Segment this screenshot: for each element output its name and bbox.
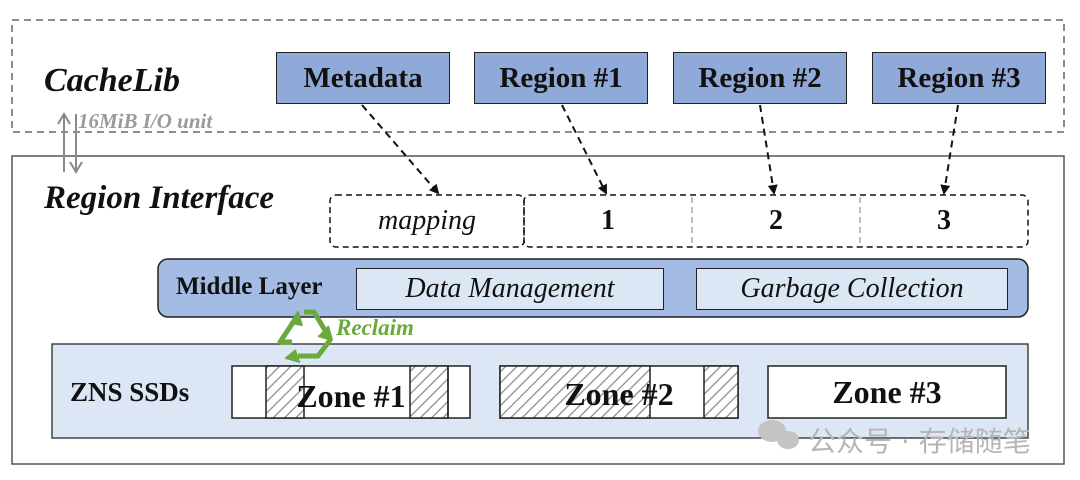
watermark-text: 公众号 · 存储随笔	[808, 425, 1031, 458]
metadata-arrow	[361, 104, 440, 195]
region-index-1: 1	[601, 205, 615, 236]
zone-2	[499, 365, 739, 419]
garbage-collection-box: Garbage Collection	[696, 268, 1008, 310]
zns-ssds-label: ZNS SSDs	[70, 377, 190, 407]
zone-3-label: Zone #3	[832, 373, 942, 410]
region-1-arrow	[561, 104, 607, 195]
region-index-3: 3	[937, 205, 951, 236]
reclaim-label: Reclaim	[336, 315, 414, 340]
zone-3	[767, 365, 1007, 419]
region-3-box: Region #3	[872, 52, 1046, 104]
recycle-icon	[277, 309, 333, 363]
region-3-arrow	[940, 104, 959, 195]
region-2-box: Region #2	[673, 52, 847, 104]
io-unit-arrow	[57, 112, 83, 174]
zone-1	[231, 365, 471, 419]
watermark: 公众号 · 存储随笔	[758, 420, 1031, 460]
region-2-arrow	[759, 104, 778, 195]
region-index-row	[523, 194, 1029, 248]
region-index-2: 2	[769, 205, 783, 236]
region-interface-title: Region Interface	[44, 180, 275, 216]
data-management-box: Data Management	[356, 268, 664, 310]
zone-1-label: Zone #1	[296, 377, 406, 414]
cachelib-title: CacheLib	[44, 62, 180, 99]
mapping-label: mapping	[378, 205, 476, 236]
middle-layer-label: Middle Layer	[176, 273, 323, 300]
zone-2-label: Zone #2	[564, 375, 674, 412]
cachelib-container	[11, 19, 1065, 133]
io-unit-label: 16MiB I/O unit	[78, 109, 213, 133]
metadata-box: Metadata	[276, 52, 450, 104]
region-1-box: Region #1	[474, 52, 648, 104]
wechat-icon	[758, 420, 799, 449]
